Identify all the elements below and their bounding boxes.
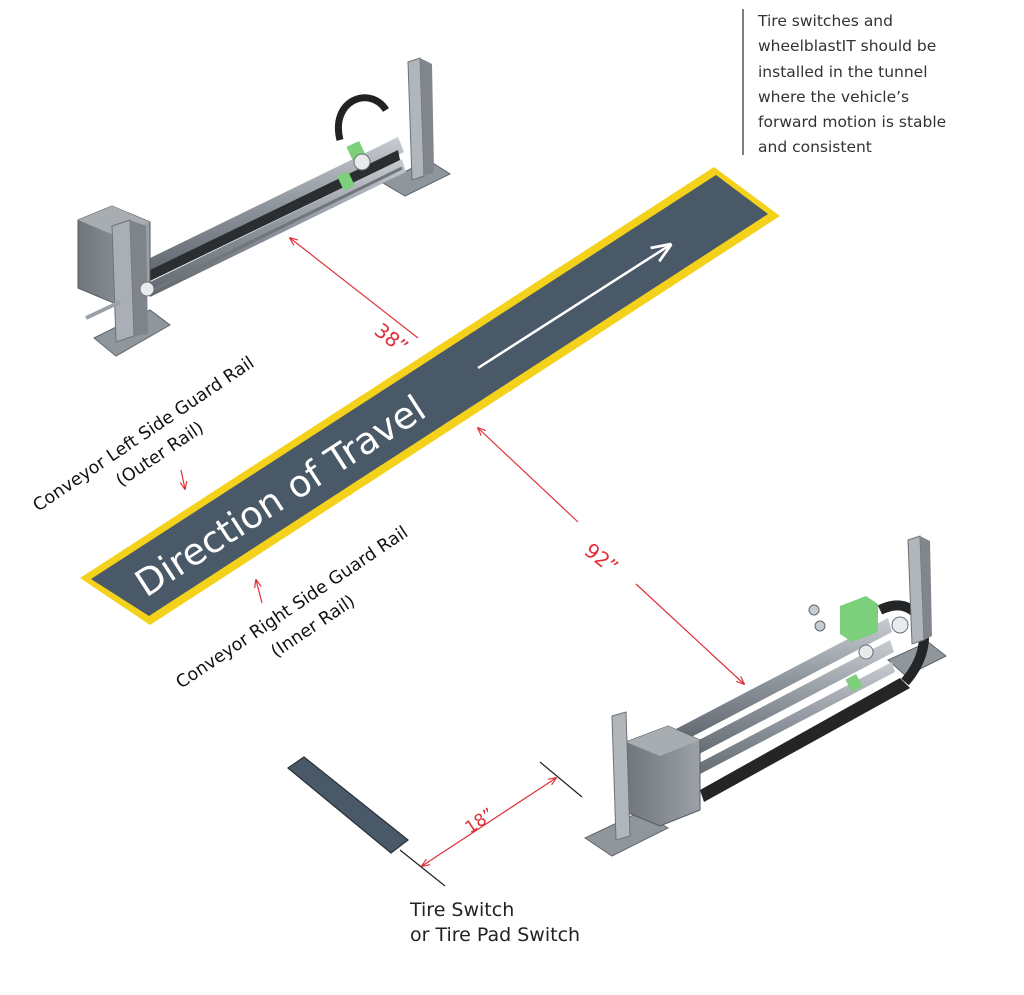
tire-switch-pad — [287, 756, 409, 854]
tire-switch-label-line1: Tire Switch — [410, 899, 515, 921]
dimension-38: 38” — [290, 238, 419, 359]
tire-switch-label: Tire Switch or Tire Pad Switch — [410, 898, 580, 948]
note-line: forward motion is stable — [758, 113, 947, 132]
note-line: Tire switches and — [758, 12, 893, 30]
road-strip — [80, 167, 780, 625]
conveyor-left-guard-rail — [77, 57, 452, 357]
note-line: and consistent — [758, 138, 872, 157]
note-line: where the vehicle’s — [758, 87, 910, 106]
dimension-18: 18” — [399, 761, 583, 887]
note-line: wheelblastIT should be — [758, 37, 937, 56]
dimension-18-label: 18” — [462, 805, 498, 839]
dimension-92-label: 92” — [580, 538, 623, 579]
tire-switch-label-line2: or Tire Pad Switch — [410, 924, 581, 946]
installation-note: Tire switches and wheelblastIT should be… — [742, 9, 957, 156]
dimension-38-label: 38” — [370, 318, 413, 359]
conveyor-right-guard-rail — [583, 535, 947, 857]
direction-arrow — [477, 245, 670, 370]
note-line: installed in the tunnel — [758, 62, 928, 81]
dimension-92: 92” — [478, 428, 744, 684]
